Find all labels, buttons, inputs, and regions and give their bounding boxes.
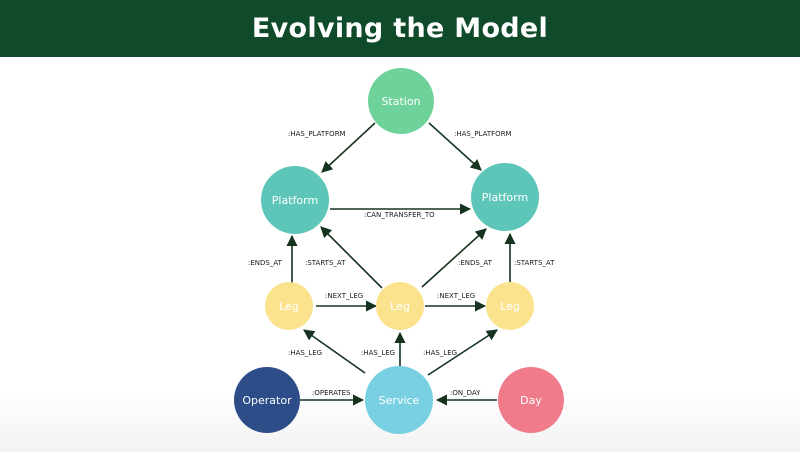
edge-labels: :HAS_PLATFORM :HAS_PLATFORM :CAN_TRANSFE…: [248, 130, 555, 397]
slide-title: Evolving the Model: [251, 13, 549, 44]
edge-leg-middle-ends-at: [421, 228, 487, 288]
slide-header: Evolving the Model: [0, 0, 800, 57]
edges: [286, 122, 516, 406]
edge-label-leg-middle-starts-at: :STARTS_AT: [305, 259, 346, 267]
node-label-service: Service: [379, 394, 420, 407]
edge-leg-middle-starts-at: [320, 226, 383, 289]
node-label-platform-right: Platform: [482, 191, 528, 204]
edge-label-leg-middle-ends-at: :ENDS_AT: [458, 259, 493, 267]
node-label-leg-right: Leg: [500, 300, 520, 313]
nodes: Station Platform Platform Leg Leg Leg: [234, 68, 564, 434]
edge-label-station-platform-left: :HAS_PLATFORM: [288, 130, 346, 138]
diagram-canvas: :HAS_PLATFORM :HAS_PLATFORM :CAN_TRANSFE…: [0, 57, 800, 452]
edge-label-station-platform-right: :HAS_PLATFORM: [454, 130, 512, 138]
edge-label-has-leg-middle: :HAS_LEG: [361, 349, 395, 357]
edge-label-operates: :OPERATES: [312, 389, 351, 397]
edge-label-leg-left-ends-at: :ENDS_AT: [248, 259, 283, 267]
edge-label-has-leg-left: :HAS_LEG: [288, 349, 322, 357]
edge-station-to-platform-right: [428, 122, 482, 171]
graph-model-diagram: :HAS_PLATFORM :HAS_PLATFORM :CAN_TRANSFE…: [234, 68, 564, 434]
edge-label-next-leg-2: :NEXT_LEG: [437, 292, 475, 300]
node-label-leg-middle: Leg: [390, 300, 410, 313]
node-label-day: Day: [520, 394, 542, 407]
edge-has-leg-left: [303, 329, 366, 374]
node-platform-left: Platform: [261, 166, 329, 234]
node-platform-right: Platform: [471, 163, 539, 231]
edge-label-on-day: :ON_DAY: [450, 389, 481, 397]
edge-station-to-platform-left: [321, 122, 376, 173]
node-service: Service: [365, 366, 433, 434]
edge-label-leg-right-starts-at: :STARTS_AT: [514, 259, 555, 267]
node-operator: Operator: [234, 367, 300, 433]
node-label-operator: Operator: [242, 394, 292, 407]
edge-has-leg-right: [427, 329, 498, 376]
node-day: Day: [498, 367, 564, 433]
node-station: Station: [368, 68, 434, 134]
edge-label-next-leg-1: :NEXT_LEG: [325, 292, 363, 300]
node-label-platform-left: Platform: [272, 194, 318, 207]
node-label-leg-left: Leg: [279, 300, 299, 313]
edge-label-has-leg-right: :HAS_LEG: [423, 349, 457, 357]
edge-label-can-transfer-to: :CAN_TRANSFER_TO: [364, 211, 435, 219]
node-leg-middle: Leg: [376, 282, 424, 330]
node-label-station: Station: [381, 95, 420, 108]
node-leg-left: Leg: [265, 282, 313, 330]
node-leg-right: Leg: [486, 282, 534, 330]
